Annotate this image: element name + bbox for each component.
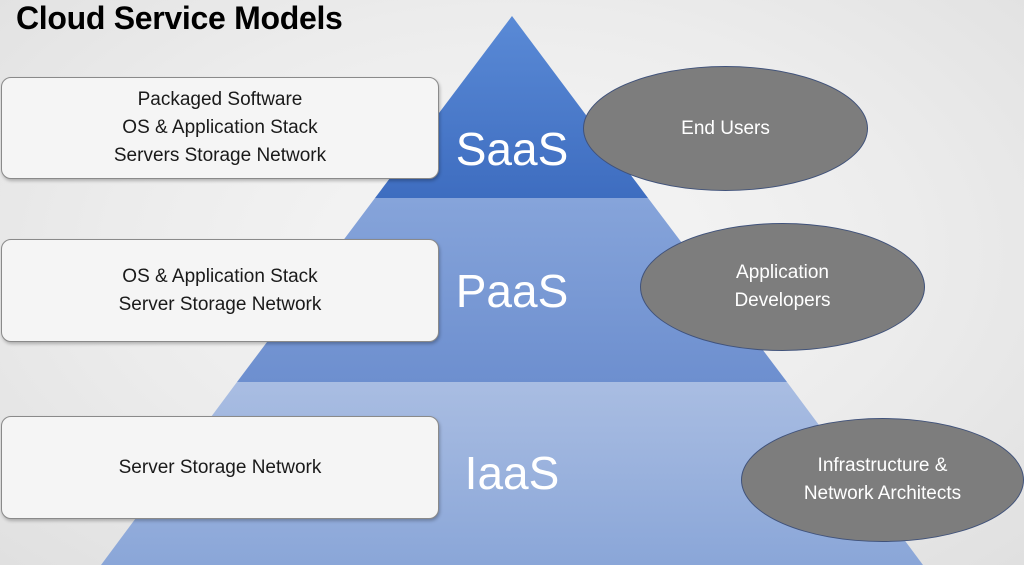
description-line: Server Storage Network <box>118 293 322 315</box>
paas-audience-oval: Application Developers <box>640 223 925 351</box>
audience-line: End Users <box>681 117 770 139</box>
iaas-description-box: Server Storage Network <box>1 416 439 519</box>
audience-line: Application <box>736 262 829 283</box>
audience-line: Network Architects <box>803 483 962 504</box>
saas-tier <box>375 16 648 198</box>
description-line: Servers Storage Network <box>113 145 327 166</box>
description-line: Server Storage Network <box>118 456 322 478</box>
iaas-label: IaaS <box>464 447 560 499</box>
audience-line: Developers <box>734 290 831 311</box>
saas-description-box: Packaged Software OS & Application Stack… <box>1 77 439 179</box>
description-line: OS & Application Stack <box>122 117 318 138</box>
audience-line: Infrastructure & <box>817 455 948 476</box>
iaas-audience-oval: Infrastructure & Network Architects <box>741 418 1024 542</box>
description-line: Packaged Software <box>137 89 303 110</box>
saas-label: SaaS <box>455 123 569 175</box>
paas-label: PaaS <box>455 265 569 317</box>
saas-audience-oval: End Users <box>583 66 868 191</box>
paas-description-box: OS & Application Stack Server Storage Ne… <box>1 239 439 342</box>
page-title: Cloud Service Models <box>16 0 343 36</box>
description-line: OS & Application Stack <box>122 265 318 287</box>
